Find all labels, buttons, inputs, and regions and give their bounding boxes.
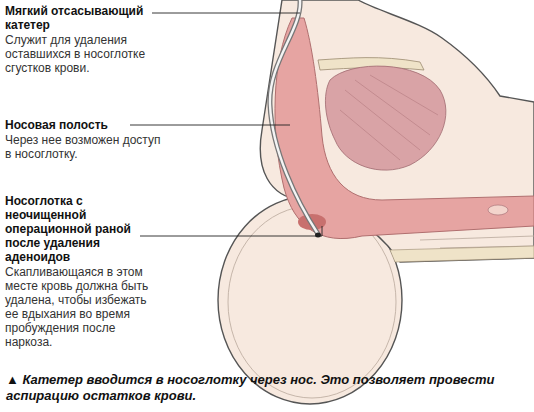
catheter (270, 0, 318, 234)
part-note: Служит для удаления оставшихся в носогло… (5, 33, 170, 75)
leader-line (140, 226, 322, 236)
vertebrae (390, 246, 534, 262)
leader-line (130, 125, 290, 126)
catheter-inner (270, 0, 318, 234)
leader-line (152, 13, 300, 14)
face-neck (260, 0, 534, 262)
part-name: Мягкий отсасывающий катетер (5, 4, 145, 32)
part-name: Носовая полость (5, 118, 125, 132)
part-note: Скапливающаяся в этом месте кровь должна… (5, 265, 155, 349)
catheter-tip (315, 233, 321, 238)
pharynx (275, 18, 534, 239)
caption: ▲ Катетер вводится в носоглотку через но… (6, 372, 516, 404)
tongue-fibres (340, 75, 438, 160)
larynx-detail (488, 205, 508, 215)
part-note: Через нее возможен доступ в носоглотку. (5, 133, 170, 161)
part-name: Носоглотка с неочищенной операционной ра… (5, 194, 133, 264)
tongue (325, 66, 445, 170)
